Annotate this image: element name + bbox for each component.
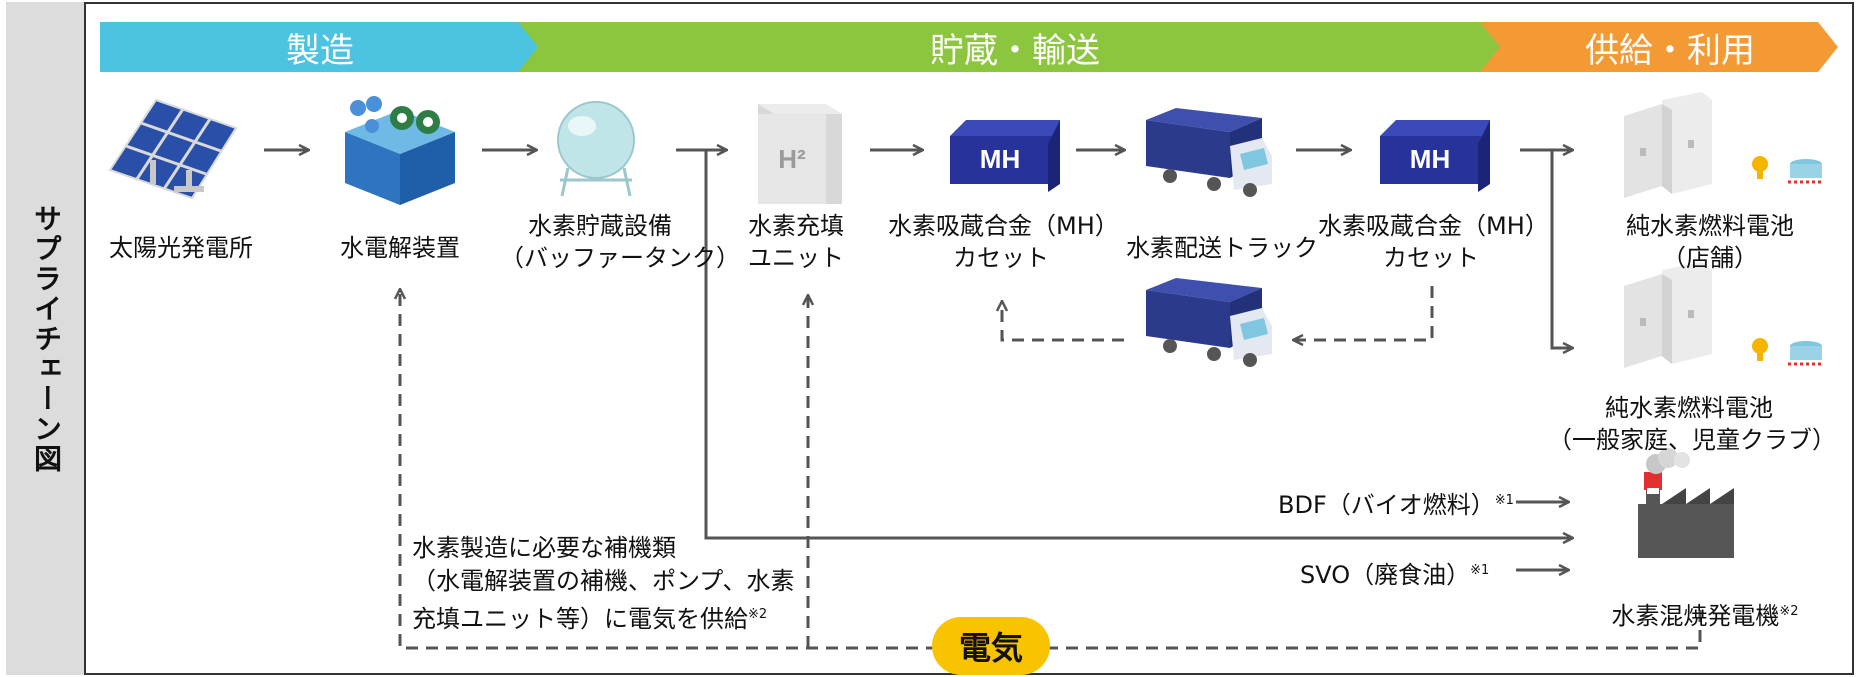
side-panel: サプライチェーン図 bbox=[6, 2, 86, 675]
dashed-return-to-mh bbox=[1002, 302, 1124, 342]
phase-banner-supply-use bbox=[1480, 22, 1838, 72]
label-filling-line1: 水素充填 bbox=[748, 212, 844, 240]
truck-icon-1 bbox=[1146, 108, 1272, 197]
label-storage: 水素貯蔵設備 （バッファータンク） bbox=[500, 210, 740, 274]
label-fc-store-line2: （店舗） bbox=[1662, 244, 1758, 272]
side-label: サプライチェーン図 bbox=[30, 203, 63, 474]
label-fc-home-line1: 純水素燃料電池 bbox=[1605, 394, 1773, 422]
label-mh-1-line2: カセット bbox=[953, 244, 1049, 272]
phase-label-storage-transport: 貯蔵・輸送 bbox=[930, 30, 1100, 71]
label-mh-2-line2: カセット bbox=[1383, 244, 1479, 272]
electricity-badge: 電気 bbox=[932, 617, 1050, 675]
fuel-cell-home-icon bbox=[1624, 262, 1824, 368]
label-storage-line2: （バッファータンク） bbox=[500, 244, 740, 272]
label-fc-store-line1: 純水素燃料電池 bbox=[1626, 212, 1794, 240]
label-mh-1-line1: 水素吸蔵合金（MH） bbox=[888, 212, 1119, 240]
label-bdf-note: ※1 bbox=[1494, 493, 1514, 508]
label-fc-home-line2: （一般家庭、児童クラブ） bbox=[1548, 426, 1836, 454]
phase-label-manufacture: 製造 bbox=[286, 30, 354, 71]
label-filling-line2: ユニット bbox=[748, 244, 844, 272]
label-storage-line1: 水素貯蔵設備 bbox=[528, 212, 672, 240]
mh-cassette-icon-1: MH bbox=[950, 120, 1060, 192]
label-truck: 水素配送トラック bbox=[1126, 234, 1318, 262]
aux-note-line1: 水素製造に必要な補機類 bbox=[412, 534, 676, 562]
flow-arrow-mh-to-fc-home bbox=[1550, 150, 1572, 348]
mh-cassette-icon-2: MH bbox=[1380, 120, 1490, 192]
label-svo: SVO（廃食油）※1 bbox=[1300, 554, 1489, 592]
filling-unit-icon: H² bbox=[758, 104, 842, 204]
h2-label: H² bbox=[778, 144, 806, 174]
label-mh-2: 水素吸蔵合金（MH） カセット bbox=[1318, 210, 1549, 274]
aux-note-line3: 充填ユニット等）に電気を供給※2 bbox=[412, 598, 795, 636]
label-solar: 太陽光発電所 bbox=[109, 234, 253, 262]
aux-note-line3-text: 充填ユニット等）に電気を供給 bbox=[412, 605, 748, 633]
label-svo-text: SVO（廃食油） bbox=[1300, 561, 1471, 589]
label-generator: 水素混焼発電機※2 bbox=[1580, 596, 1830, 632]
label-generator-note: ※2 bbox=[1779, 604, 1799, 619]
electrolyzer-icon bbox=[345, 96, 455, 205]
aux-note-line2: （水電解装置の補機、ポンプ、水素 bbox=[412, 567, 795, 595]
fuel-cell-store-icon bbox=[1624, 92, 1824, 198]
mh-label-2: MH bbox=[1410, 144, 1450, 174]
solar-panel-icon bbox=[108, 98, 238, 200]
label-mh-1: 水素吸蔵合金（MH） カセット bbox=[888, 210, 1119, 274]
generator-factory-icon bbox=[1638, 448, 1734, 558]
label-bdf: BDF（バイオ燃料）※1 bbox=[1278, 484, 1514, 522]
phase-banner-manufacture bbox=[100, 22, 548, 72]
dashed-return-path bbox=[1294, 286, 1434, 340]
storage-tank-icon bbox=[557, 101, 635, 197]
label-electrolyzer: 水電解装置 bbox=[340, 234, 460, 262]
aux-equipment-note: 水素製造に必要な補機類 （水電解装置の補機、ポンプ、水素 充填ユニット等）に電気… bbox=[412, 532, 795, 636]
dashed-electricity-bus bbox=[400, 290, 1702, 650]
truck-icon-return bbox=[1146, 278, 1272, 367]
label-filling: 水素充填 ユニット bbox=[736, 210, 856, 274]
label-mh-2-line1: 水素吸蔵合金（MH） bbox=[1318, 212, 1549, 240]
phase-banner-storage-transport bbox=[518, 22, 1510, 72]
mh-label-1: MH bbox=[980, 144, 1020, 174]
label-bdf-text: BDF（バイオ燃料） bbox=[1278, 491, 1495, 519]
diagram-frame bbox=[6, 2, 1854, 675]
phase-label-supply-use: 供給・利用 bbox=[1585, 30, 1755, 71]
label-generator-text: 水素混焼発電機 bbox=[1611, 602, 1780, 630]
aux-note-mark: ※2 bbox=[748, 607, 768, 622]
label-fc-home: 純水素燃料電池 （一般家庭、児童クラブ） bbox=[1548, 392, 1836, 456]
label-fc-store: 純水素燃料電池 （店舗） bbox=[1600, 210, 1820, 274]
label-svo-note: ※1 bbox=[1470, 563, 1490, 578]
flow-arrow-storage-to-generator bbox=[704, 150, 1572, 538]
